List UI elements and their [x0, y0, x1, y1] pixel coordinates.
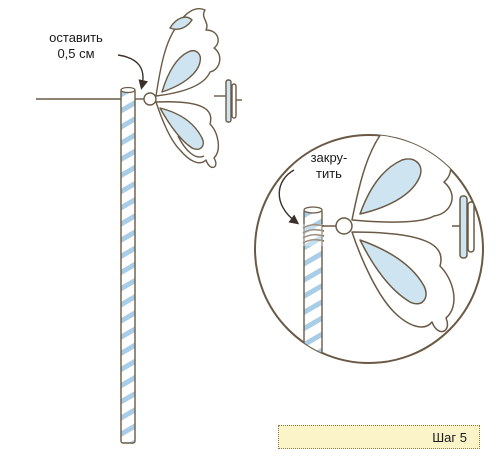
- annotation-twist-line2: тить: [316, 166, 342, 181]
- main-stick: [120, 86, 136, 444]
- annotation-twist: закру- тить: [294, 150, 364, 182]
- curved-arrow-icon: [278, 169, 300, 225]
- annotation-leave-line1: оставить: [49, 30, 103, 45]
- magnified-stick: [302, 206, 325, 363]
- annotation-twist-line1: закру-: [310, 150, 348, 165]
- step-badge: Шаг 5: [278, 425, 480, 449]
- annotation-leave-line2: 0,5 см: [57, 46, 95, 61]
- annotation-leave-gap: оставить 0,5 см: [28, 30, 124, 62]
- step-label: Шаг 5: [432, 430, 467, 445]
- magnified-flower-icon: [322, 135, 475, 333]
- flower-icon: [135, 8, 242, 168]
- curved-arrow-icon: [117, 54, 149, 90]
